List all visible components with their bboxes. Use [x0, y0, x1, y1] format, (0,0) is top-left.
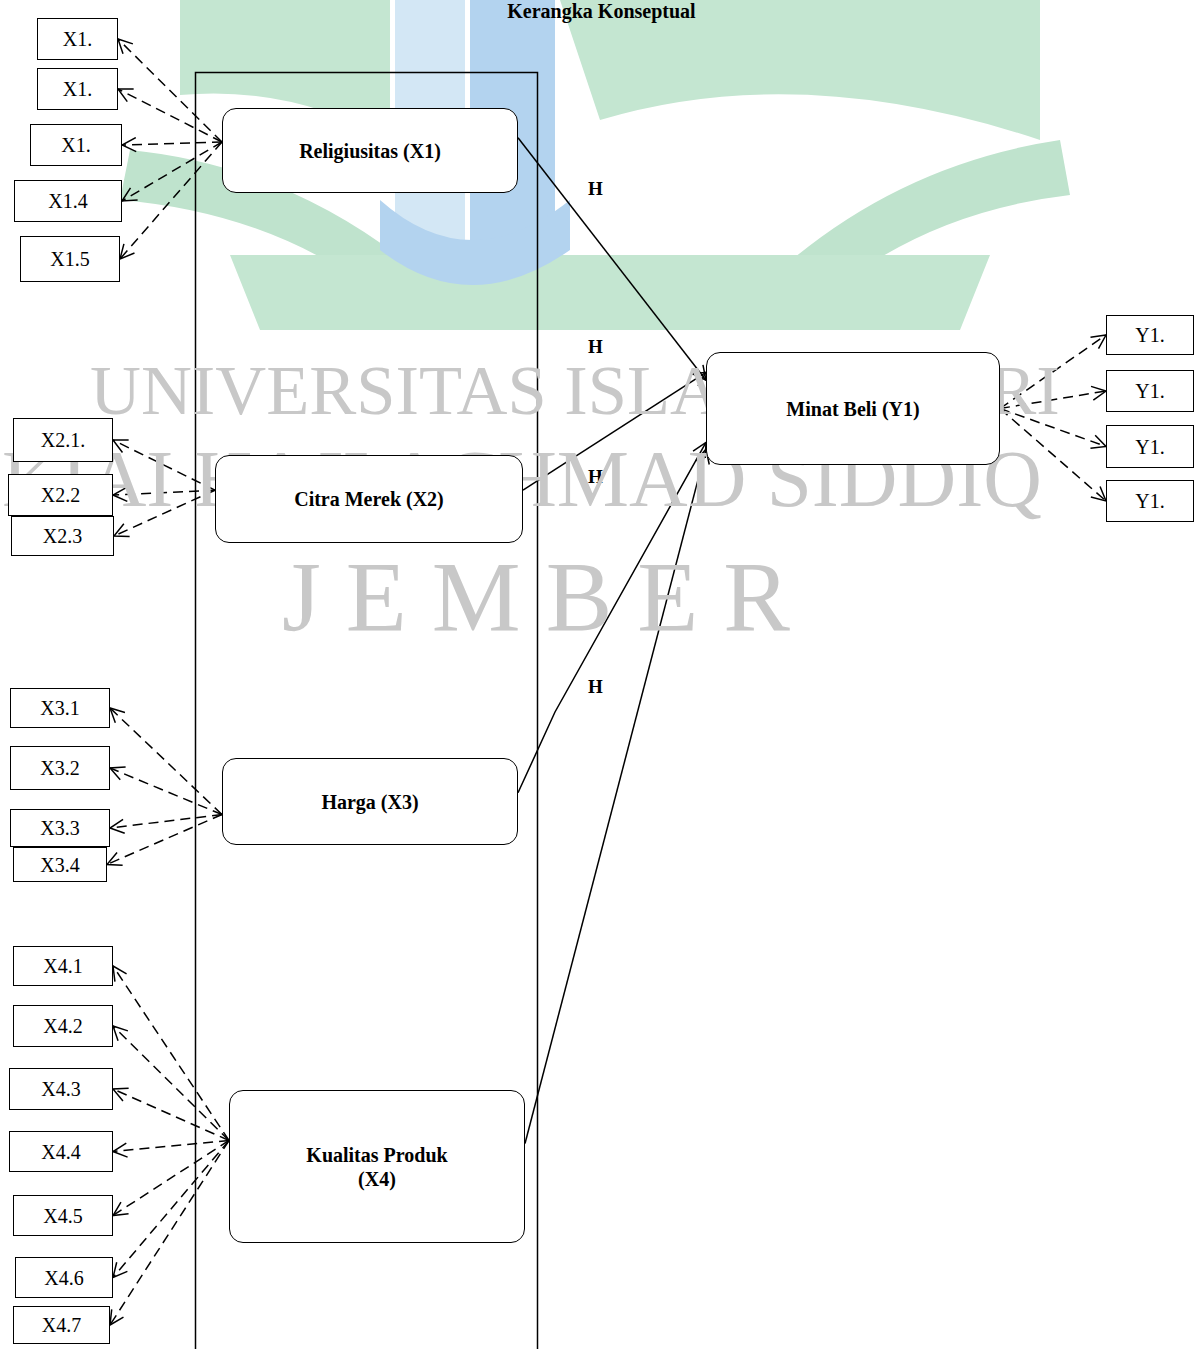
indicator-box: X1. [30, 124, 122, 166]
indicator-arrow [113, 1089, 229, 1140]
hypothesis-label: H [588, 178, 603, 200]
indicator-box: X2.2 [8, 474, 113, 516]
watermark-text: J E M B E R [282, 540, 790, 655]
indicator-box: X3.3 [10, 809, 110, 847]
indicator-box: Y1. [1106, 315, 1194, 355]
indicator-box: X4.7 [13, 1306, 110, 1344]
indicator-arrow [122, 142, 222, 145]
indicator-arrow [110, 708, 222, 815]
node-label: X4.1 [43, 954, 82, 978]
node-label: X3.3 [40, 816, 79, 840]
indicator-box: Y1. [1106, 370, 1194, 412]
indicator-box: X2.1. [13, 418, 113, 462]
node-label: X3.1 [40, 696, 79, 720]
indicator-box: X1. [37, 18, 118, 60]
node-label: X1. [63, 77, 92, 101]
indicator-arrow [113, 1140, 229, 1215]
indicator-arrow [113, 1026, 229, 1140]
indicator-box: X3.4 [13, 847, 107, 882]
node-label: Minat Beli (Y1) [786, 397, 919, 421]
indicator-arrow [110, 1140, 229, 1325]
indicator-arrow [120, 142, 222, 259]
logo-shape [230, 255, 990, 330]
indicator-box: X2.3 [11, 516, 114, 556]
node-label: X4.6 [44, 1266, 83, 1290]
indicator-box: X4.2 [13, 1005, 113, 1047]
indicator-arrow [113, 966, 229, 1140]
node-label: Citra Merek (X2) [294, 487, 444, 511]
node-label: X1.4 [48, 189, 87, 213]
logo-shape [380, 200, 570, 285]
indicator-arrow [113, 1140, 229, 1151]
indicator-box: X4.3 [9, 1068, 113, 1110]
variable-box: Religiusitas (X1) [222, 108, 518, 193]
node-label: X1. [63, 27, 92, 51]
node-label: X2.1. [41, 428, 85, 452]
indicator-arrow [118, 89, 222, 142]
indicator-box: X3.2 [10, 746, 110, 790]
node-label: X3.4 [40, 853, 79, 877]
indicator-box: X4.1 [13, 946, 113, 986]
indicator-arrow [122, 142, 222, 201]
variable-box: Minat Beli (Y1) [706, 352, 1000, 465]
node-label: X2.2 [41, 483, 80, 507]
node-label: X1. [61, 133, 90, 157]
node-label: X4.3 [41, 1077, 80, 1101]
node-label: X3.2 [40, 756, 79, 780]
variable-box: Citra Merek (X2) [215, 455, 523, 543]
variable-box: Harga (X3) [222, 758, 518, 845]
path-arrow [518, 138, 706, 381]
node-label: Religiusitas (X1) [299, 139, 441, 163]
node-label: Kualitas Produk (X4) [287, 1143, 467, 1191]
indicator-box: Y1. [1106, 480, 1194, 522]
node-label: Y1. [1135, 379, 1164, 403]
node-label: X1.5 [50, 247, 89, 271]
indicator-box: X3.1 [10, 688, 110, 728]
indicator-box: Y1. [1106, 425, 1194, 468]
indicator-arrow [113, 1140, 229, 1277]
node-label: Y1. [1135, 323, 1164, 347]
indicator-box: X1.4 [14, 180, 122, 222]
node-label: X4.2 [43, 1014, 82, 1038]
variable-box: Kualitas Produk (X4) [229, 1090, 525, 1243]
node-label: X4.7 [42, 1313, 81, 1337]
indicator-box: X1. [37, 68, 118, 110]
indicator-arrow [107, 815, 222, 865]
indicator-box: X4.6 [15, 1257, 113, 1298]
group-frame [196, 73, 538, 1349]
indicator-box: X4.5 [13, 1195, 113, 1236]
node-label: Y1. [1135, 435, 1164, 459]
node-label: Harga (X3) [321, 790, 418, 814]
node-label: X4.5 [43, 1204, 82, 1228]
node-label: X4.4 [41, 1140, 80, 1164]
indicator-box: X1.5 [20, 236, 120, 282]
node-label: Y1. [1135, 489, 1164, 513]
indicator-arrow [110, 768, 222, 815]
hypothesis-label: H [588, 676, 603, 698]
indicator-box: X4.4 [9, 1131, 113, 1172]
diagram-title: Kerangka Konseptual [0, 0, 1203, 23]
indicator-arrow [118, 39, 222, 142]
node-label: X2.3 [43, 524, 82, 548]
